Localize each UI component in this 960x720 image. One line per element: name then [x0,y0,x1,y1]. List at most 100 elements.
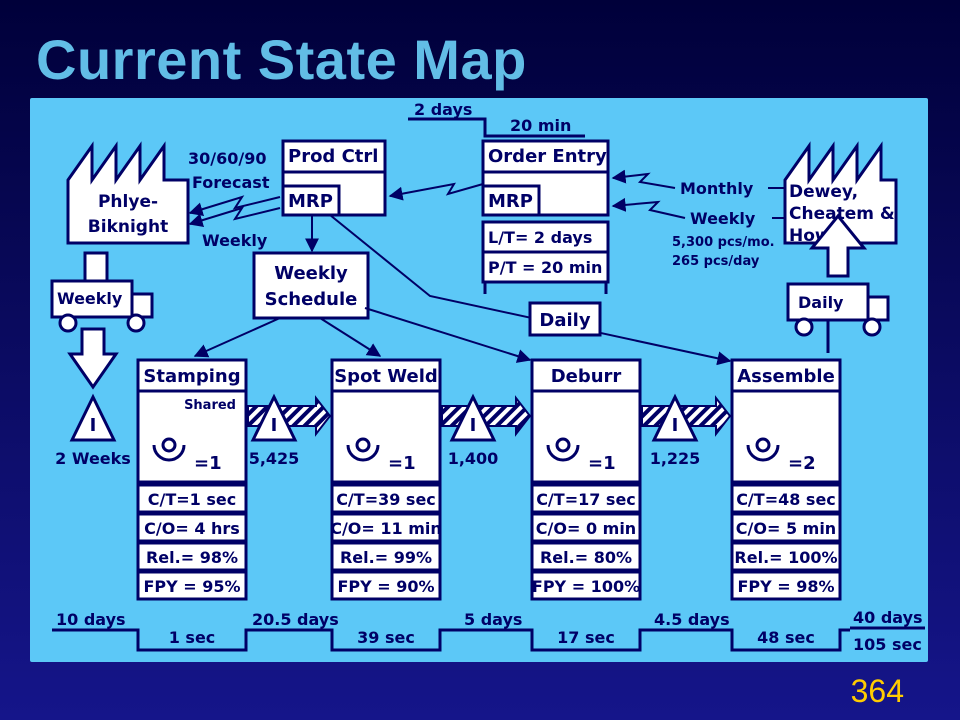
customer-demand-day: 265 pcs/day [672,254,760,269]
operator-head-icon [161,437,177,453]
process-name: Spot Weld [334,366,438,387]
operator-icon [152,444,186,462]
supplier-factory: Phlye- Biknight [66,141,190,245]
operator-icon [346,444,380,462]
inventory-quantity: 1,400 [448,449,499,468]
supplier-name-2: Biknight [88,217,168,237]
operator-head-icon [755,437,771,453]
prod-ctrl-system: MRP [288,191,333,212]
order-entry-time: 20 min [510,116,571,135]
outbound-truck: Daily [786,213,890,353]
inventory-symbol: I [271,415,278,436]
outbound-truck-label: Daily [798,293,844,312]
operator-head-icon [555,437,571,453]
process-cycle-time: C/T=39 sec [336,490,436,509]
process-reliability: Rel.= 98% [146,548,238,567]
value-stream-map: Phlye- Biknight 30/60/90 Forecast Weekly… [30,98,928,662]
process-first-pass-yield: FPY = 100% [532,577,640,596]
inventory-1: I 2 Weeks [55,393,131,468]
process-reliability: Rel.= 100% [734,548,837,567]
prod-ctrl-title: Prod Ctrl [288,146,378,167]
process-name: Deburr [551,366,622,387]
operator-icon [546,444,580,462]
customer-order-monthly: Monthly [680,179,754,198]
daily-schedule-label: Daily [539,310,590,331]
forecast-label-1: 30/60/90 [188,149,266,168]
timeline-wait-1: 10 days [56,610,126,629]
electronic-info-arrow-to-supplier [188,195,281,216]
inventory-symbol: I [90,415,97,436]
inventory-symbol: I [470,415,477,436]
inbound-truck: Weekly [50,251,154,390]
supplier-order-freq: Weekly [202,231,268,250]
order-entry-system: MRP [488,191,533,212]
order-entry-to-prod-ctrl-arrow [388,182,484,201]
forecast-label-2: Forecast [192,173,270,192]
page-number: 364 [850,673,904,709]
timeline-line [52,628,850,652]
process-reliability: Rel.= 80% [540,548,632,567]
supplier-name-1: Phlye- [98,192,158,212]
electronic-info-arrow-to-supplier-2 [188,206,281,227]
process-reliability: Rel.= 99% [340,548,432,567]
operator-icon [746,444,780,462]
process-operators: =1 [588,453,616,474]
order-entry-process-time: P/T = 20 min [488,258,602,277]
process-operators: =1 [388,453,416,474]
order-entry-wait: 2 days [414,100,472,119]
total-process-time: 105 sec [853,635,922,654]
timeline-process-1: 1 sec [169,628,216,647]
timeline-totals: 40 days 105 sec [850,608,925,654]
weekly-schedule-1: Weekly [274,263,348,284]
daily-schedule-box: Daily [528,301,602,337]
prod-ctrl-to-assemble-line [329,214,732,366]
order-entry-time-ladder [408,117,585,138]
process-name: Assemble [737,366,835,387]
inventory-quantity: 2 Weeks [55,449,131,468]
slide-title: Current State Map [36,28,527,91]
process-operators: =1 [194,453,222,474]
operator-head-icon [355,437,371,453]
inbound-truck-label: Weekly [57,289,123,308]
process-note: Shared [184,398,236,413]
process-first-pass-yield: FPY = 95% [143,577,240,596]
timeline-process-3: 17 sec [557,628,615,647]
customer-order-weekly: Weekly [690,209,756,228]
inventory-symbol: I [672,415,679,436]
order-entry-box: Order Entry MRP L/T= 2 days P/T = 20 min [481,139,610,294]
timeline-wait-2: 20.5 days [252,610,339,629]
process-cycle-time: C/T=48 sec [736,490,836,509]
schedule-to-deburr-arrow [364,307,532,363]
customer-name-1: Dewey, [789,182,858,202]
process-operators: =2 [788,453,816,474]
timeline-wait-4: 4.5 days [654,610,730,629]
weekly-schedule-2: Schedule [265,289,358,310]
order-entry-lead-time: L/T= 2 days [488,228,592,247]
inventory-quantity: 5,425 [249,449,300,468]
inventory-2: I 5,425 [247,393,332,468]
process-changeover: C/O= 0 min [536,519,636,538]
weekly-schedule-box: Weekly Schedule [252,251,370,320]
inventory-triangles: I 2 Weeks I 5,425 I 1,400 I 1,225 [55,393,732,468]
schedule-to-stamping-arrow [193,317,281,358]
total-lead-time: 40 days [853,608,923,627]
inventory-3: I 1,400 [441,393,532,468]
process-changeover: C/O= 5 min [736,519,836,538]
process-cycle-time: C/T=17 sec [536,490,636,509]
customer-monthly-order-arrow [611,169,676,189]
timeline-process-2: 39 sec [357,628,415,647]
order-entry-title: Order Entry [488,146,607,167]
timeline-process-4: 48 sec [757,628,815,647]
process-name: Stamping [143,366,240,387]
process-first-pass-yield: FPY = 90% [337,577,434,596]
customer-weekly-order-arrow [611,197,686,219]
process-cycle-time: C/T=1 sec [148,490,236,509]
inventory-quantity: 1,225 [650,449,701,468]
process-changeover: C/O= 4 hrs [144,519,240,538]
timeline-wait-3: 5 days [464,610,522,629]
